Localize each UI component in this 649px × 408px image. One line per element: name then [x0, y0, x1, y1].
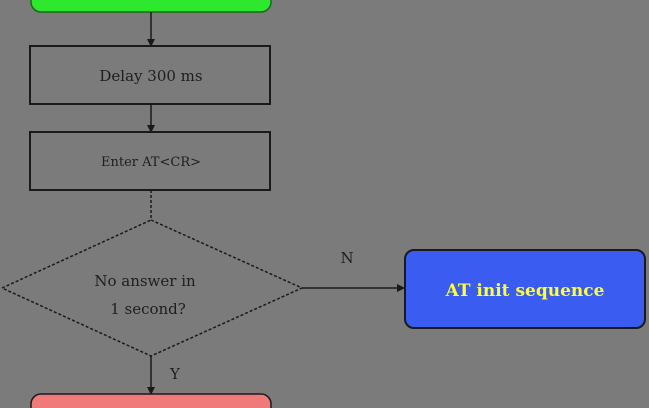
delay-process-box — [29, 45, 271, 105]
end-terminator — [30, 393, 272, 408]
enter-at-process-box — [29, 131, 271, 191]
edge-yes-label: Y — [169, 365, 181, 383]
start-terminator — [30, 0, 272, 13]
edge-no-label: N — [340, 249, 353, 267]
enter-at-label: Enter AT<CR> — [101, 155, 201, 170]
decision-label-line2: 1 second? — [110, 300, 186, 318]
at-init-sequence-label: AT init sequence — [445, 281, 605, 301]
delay-label: Delay 300 ms — [99, 67, 202, 85]
decision-label-line1: No answer in — [94, 272, 196, 290]
at-init-sequence-box — [404, 249, 646, 329]
